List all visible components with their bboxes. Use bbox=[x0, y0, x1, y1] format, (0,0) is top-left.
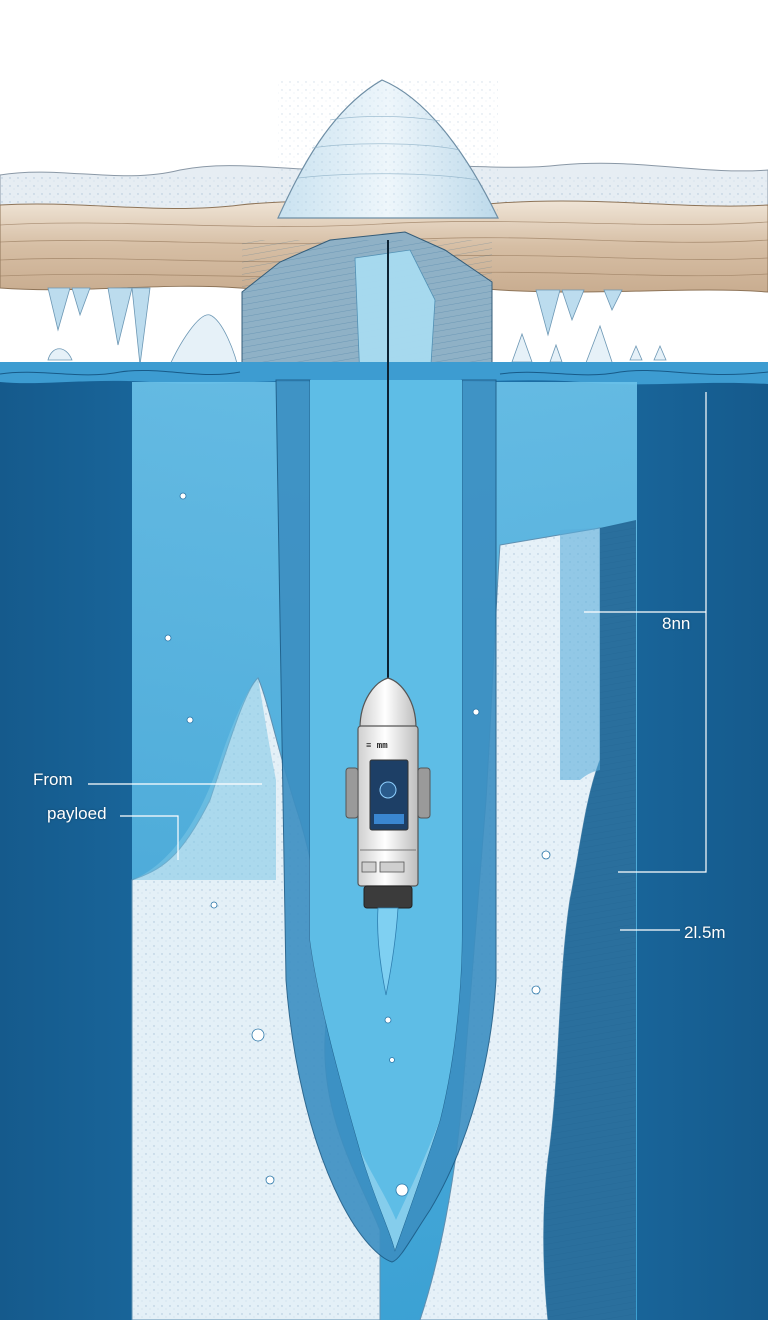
annotation-from: From bbox=[33, 770, 73, 789]
icicles bbox=[47, 287, 623, 366]
probe-tag-label: ≡ mm bbox=[366, 741, 388, 751]
annotation-leaders bbox=[88, 392, 707, 931]
melt-drip bbox=[377, 907, 399, 996]
melt-cascade bbox=[354, 249, 436, 381]
probe bbox=[345, 677, 431, 996]
water-bubbles bbox=[164, 492, 551, 1197]
annotation-payload: payloed bbox=[47, 804, 107, 823]
probe-heater-tip bbox=[363, 885, 413, 909]
probe-nose bbox=[359, 677, 417, 729]
annotation-depth-lower: 2l.5m bbox=[684, 923, 726, 942]
annotation-depth-upper: 8nn bbox=[662, 614, 691, 633]
probe-sensor bbox=[379, 781, 397, 799]
water-surface bbox=[0, 362, 768, 385]
